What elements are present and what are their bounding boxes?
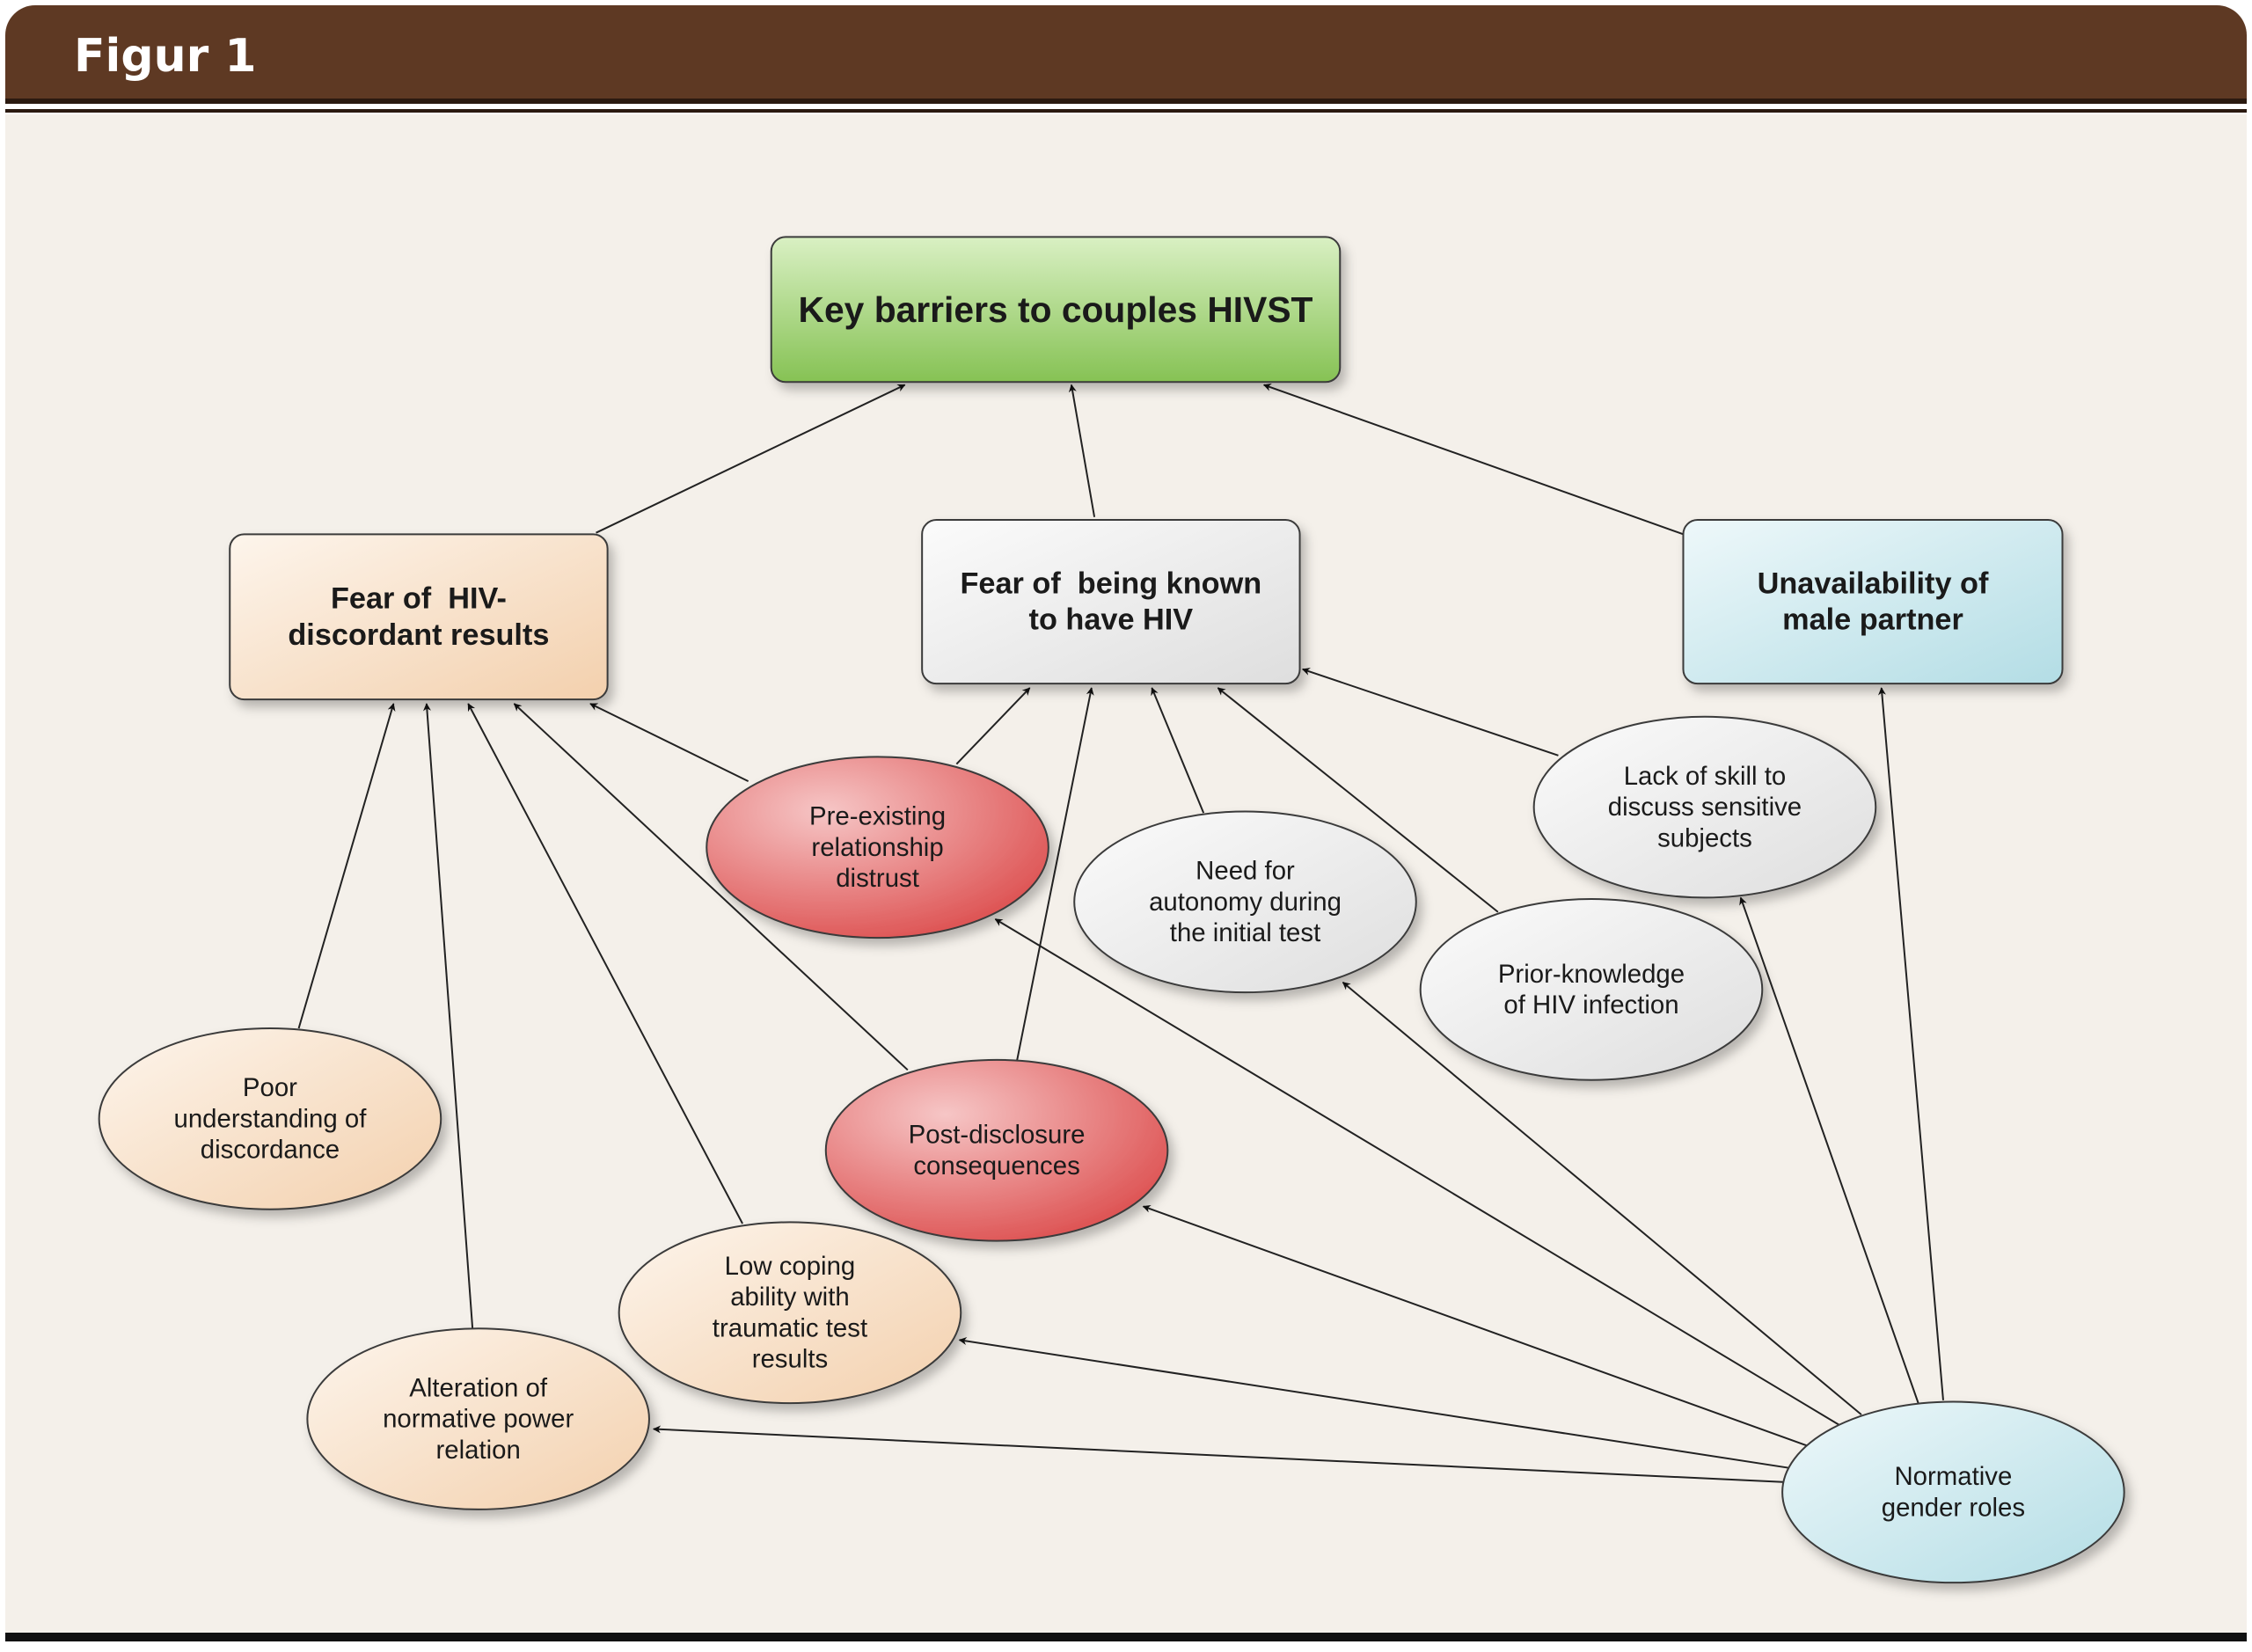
node-label: results bbox=[752, 1345, 829, 1374]
arrow-edge bbox=[513, 703, 909, 1071]
node-ellipse bbox=[1781, 1400, 2125, 1584]
arrow-edge bbox=[652, 1425, 1786, 1483]
figure-title: Figur 1 bbox=[74, 30, 257, 83]
node-box bbox=[1682, 519, 2064, 685]
node-label: distrust bbox=[836, 864, 919, 893]
nodes-layer: Key barriers to couples HIVST Fear of HIV… bbox=[98, 236, 2125, 1584]
node-label: discuss sensitive bbox=[1608, 793, 1802, 822]
arrow-edge bbox=[955, 687, 1031, 765]
node-label: relationship bbox=[811, 833, 943, 862]
header-rule bbox=[5, 109, 2247, 113]
node-label: Key barriers to couples HIVST bbox=[799, 289, 1313, 330]
node-label: relation bbox=[436, 1436, 521, 1465]
node-label: Alteration of bbox=[409, 1373, 548, 1402]
edges-layer bbox=[297, 384, 1944, 1483]
arrow-edge bbox=[1015, 687, 1094, 1062]
node-label: discordance bbox=[201, 1136, 340, 1165]
arrow-edge bbox=[1217, 687, 1499, 913]
node-box bbox=[229, 533, 609, 701]
node-label: to have HIV bbox=[1029, 603, 1194, 637]
node-ellipse bbox=[618, 1221, 962, 1405]
arrow-edge bbox=[994, 918, 1842, 1428]
node-label: Poor bbox=[243, 1073, 297, 1102]
node-label: consequences bbox=[913, 1151, 1079, 1181]
node-label: Need for bbox=[1195, 857, 1295, 886]
node-label: discordant results bbox=[288, 618, 549, 652]
node-label: subjects bbox=[1657, 823, 1752, 852]
arrow-edge bbox=[1877, 687, 1944, 1400]
node-label: male partner bbox=[1782, 603, 1963, 637]
node-ellipse bbox=[1073, 810, 1417, 994]
arrow-edge bbox=[1151, 687, 1205, 814]
node-label: normative power bbox=[383, 1405, 574, 1434]
node-label: understanding of bbox=[174, 1104, 368, 1133]
arrow-edge bbox=[1262, 384, 1684, 536]
node-box bbox=[770, 236, 1342, 384]
footer-rule bbox=[5, 1633, 2247, 1641]
node-label: the initial test bbox=[1170, 918, 1320, 947]
arrow-edge bbox=[1342, 981, 1862, 1415]
arrow-edge bbox=[1068, 384, 1096, 517]
node-ellipse bbox=[1419, 898, 1764, 1081]
figure-header: Figur 1 bbox=[5, 5, 2247, 99]
node-label: autonomy during bbox=[1149, 888, 1342, 917]
node-label: gender roles bbox=[1882, 1493, 2025, 1522]
node-ellipse bbox=[98, 1027, 442, 1210]
arrow-edge bbox=[297, 703, 396, 1029]
node-fear-discordant: Fear of HIV-discordant results bbox=[229, 533, 609, 701]
arrow-edge bbox=[1739, 896, 1920, 1406]
node-label: Unavailability of bbox=[1758, 567, 1989, 601]
node-label: Fear of HIV- bbox=[331, 582, 507, 616]
arrow-edge bbox=[467, 703, 743, 1224]
node-label: traumatic test bbox=[713, 1313, 867, 1342]
node-label: ability with bbox=[730, 1283, 850, 1312]
arrow-edge bbox=[958, 1337, 1788, 1469]
arrow-edge bbox=[423, 703, 474, 1329]
arrow-edge bbox=[1301, 668, 1559, 757]
node-ellipse bbox=[706, 756, 1049, 939]
node-ellipse bbox=[1532, 715, 1877, 899]
header-rule bbox=[5, 99, 2247, 104]
node-label: of HIV infection bbox=[1503, 990, 1678, 1020]
node-ellipse bbox=[306, 1327, 650, 1510]
arrow-edge bbox=[1142, 1204, 1813, 1449]
arrow-edge bbox=[589, 703, 749, 783]
node-label: Prior-knowledge bbox=[1498, 960, 1685, 989]
node-label: Post-disclosure bbox=[909, 1121, 1086, 1150]
node-ellipse bbox=[824, 1058, 1169, 1242]
node-label: Normative bbox=[1894, 1462, 2012, 1491]
node-label: Fear of being known bbox=[961, 567, 1262, 601]
node-label: Lack of skill to bbox=[1624, 762, 1786, 791]
node-label: Pre-existing bbox=[809, 802, 946, 831]
arrow-edge bbox=[596, 384, 906, 534]
node-root: Key barriers to couples HIVST bbox=[770, 236, 1342, 384]
node-label: Low coping bbox=[725, 1252, 856, 1281]
node-box bbox=[921, 519, 1301, 685]
